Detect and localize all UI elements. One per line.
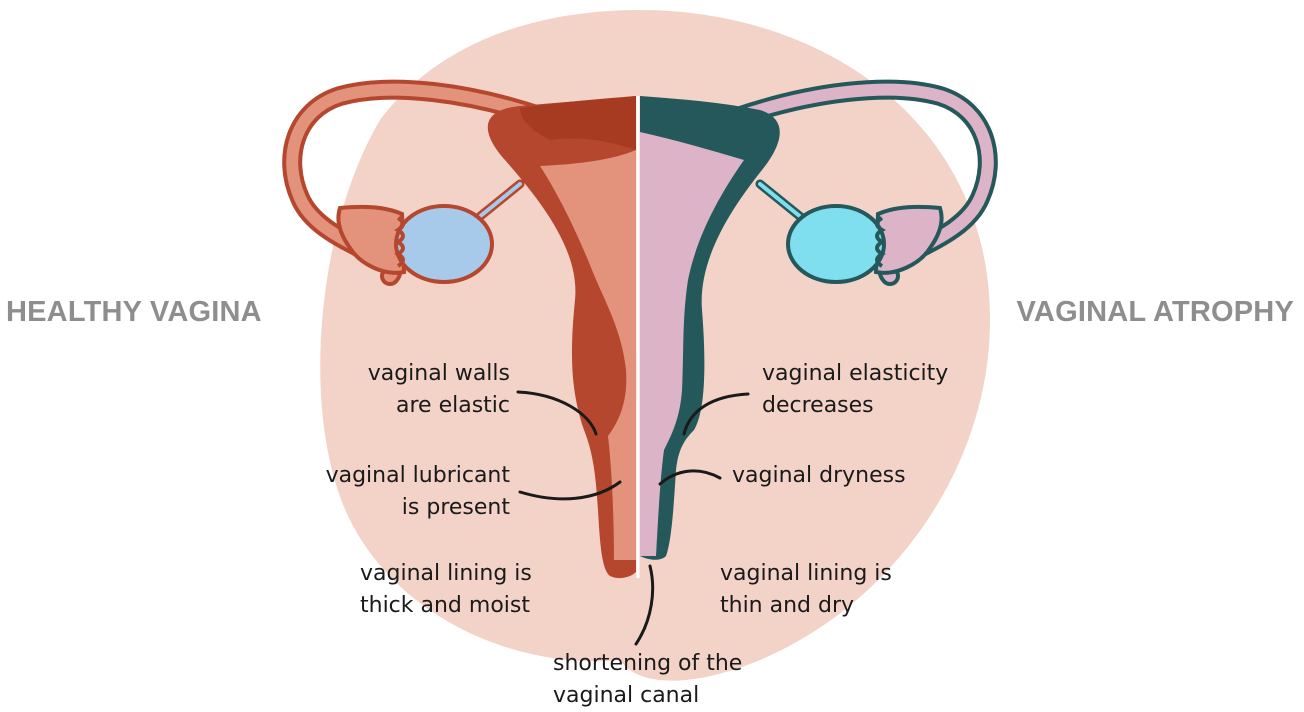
label-dryness: vaginal dryness bbox=[732, 460, 952, 492]
label-lining-thin: vaginal lining is thin and dry bbox=[720, 558, 940, 622]
label-lining-thick: vaginal lining is thick and moist bbox=[360, 558, 580, 622]
atrophy-ovary bbox=[788, 206, 884, 282]
label-elasticity-decreases: vaginal elasticity decreases bbox=[762, 358, 1002, 422]
healthy-ovary bbox=[396, 206, 492, 282]
healthy-vagina-title: HEALTHY VAGINA bbox=[6, 296, 262, 329]
label-walls-elastic: vaginal walls are elastic bbox=[330, 358, 510, 422]
label-shortening: shortening of the vaginal canal bbox=[553, 648, 813, 712]
vaginal-atrophy-title: VAGINAL ATROPHY bbox=[1017, 296, 1294, 329]
label-lubricant-present: vaginal lubricant is present bbox=[290, 460, 510, 524]
